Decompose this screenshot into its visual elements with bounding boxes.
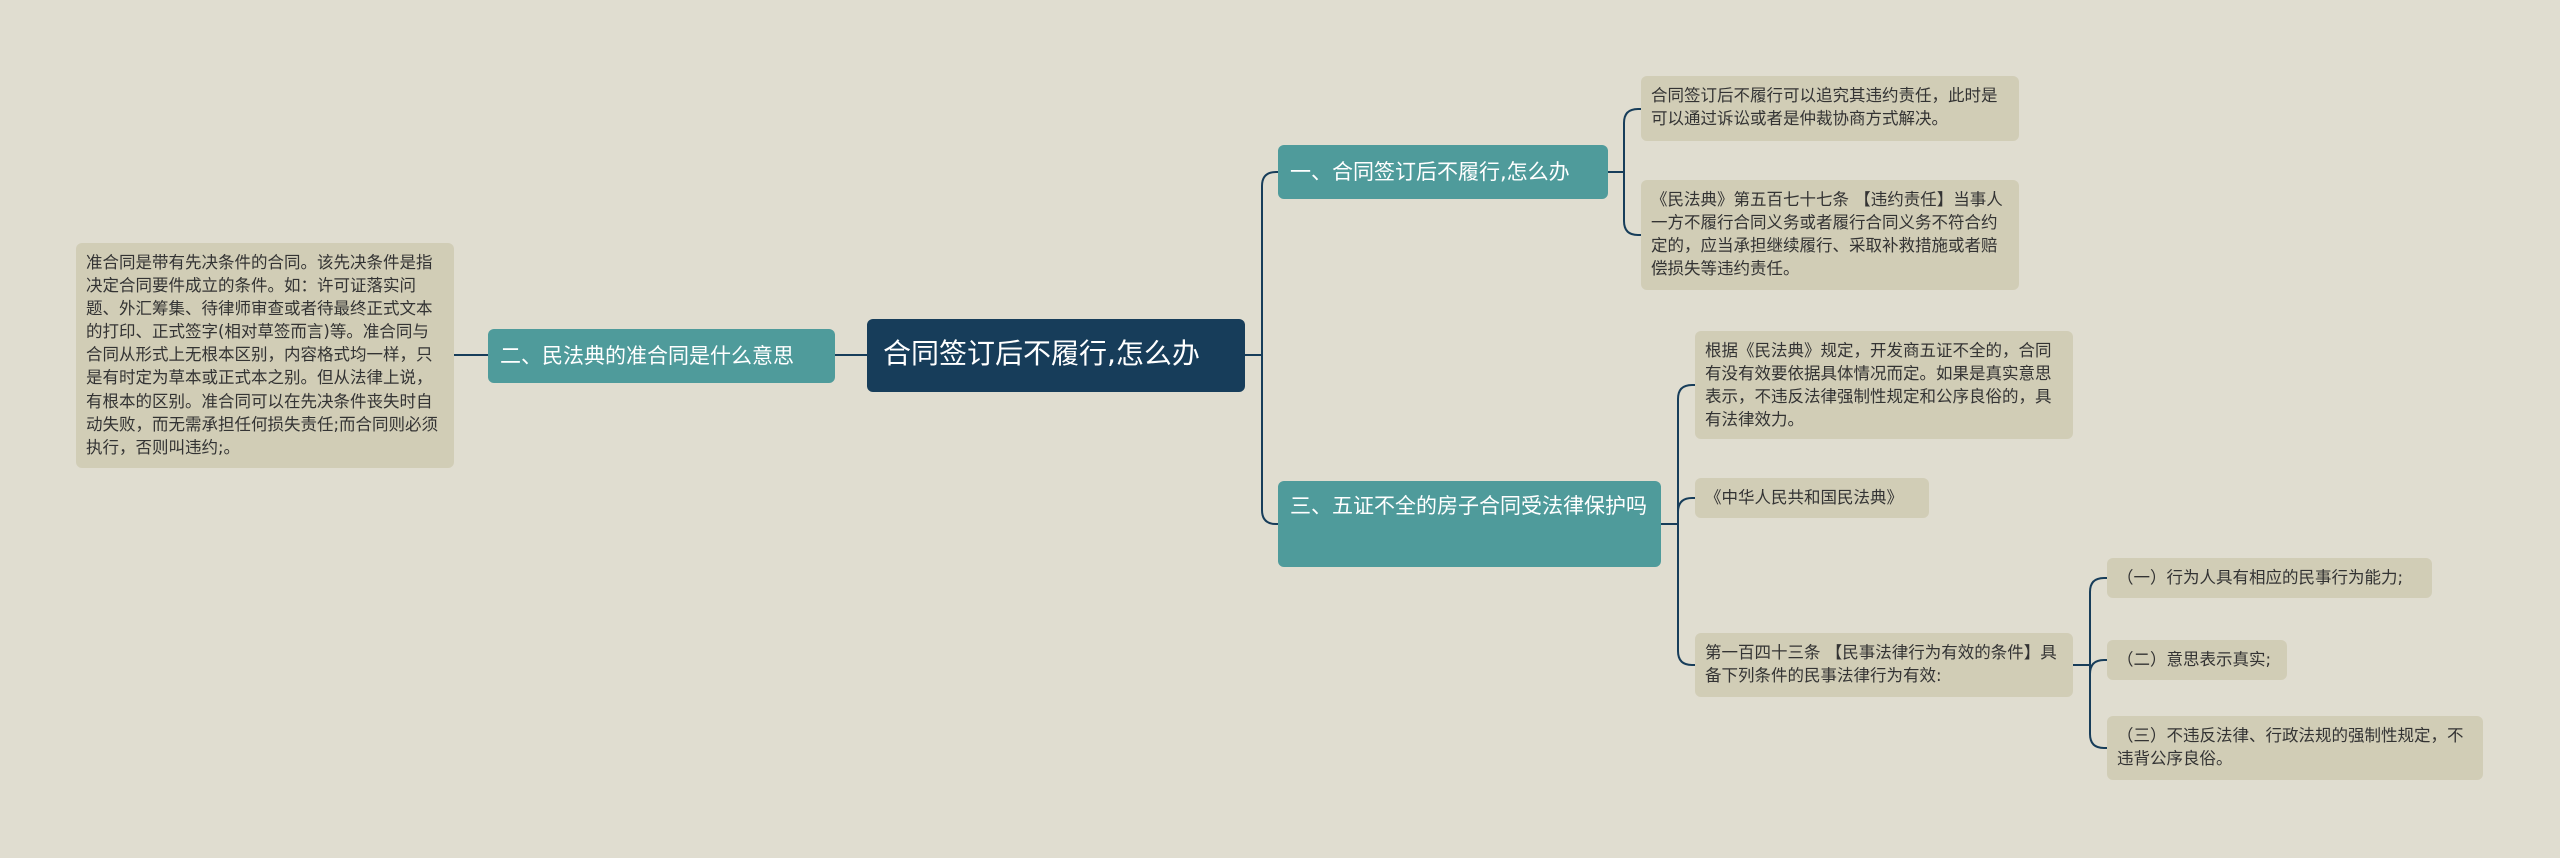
sub-leaf-topic-1[interactable]: （一）行为人具有相应的民事行为能力; [2107,558,2432,598]
leaf-topic-3-1[interactable]: 根据《民法典》规定，开发商五证不全的，合同有没有效要依据具体情况而定。如果是真实… [1695,331,2073,439]
branch-topic-1[interactable]: 一、合同签订后不履行,怎么办 [1278,145,1608,199]
leaf-topic-1-2[interactable]: 《民法典》第五百七十七条 【违约责任】当事人一方不履行合同义务或者履行合同义务不… [1641,180,2019,290]
leaf-topic-3-2[interactable]: 《中华人民共和国民法典》 [1695,478,1929,518]
connector-leaf3-sub3 [2073,664,2107,749]
root-topic[interactable]: 合同签订后不履行,怎么办 [867,319,1245,392]
leaf-topic-2-1[interactable]: 准合同是带有先决条件的合同。该先决条件是指决定合同要件成立的条件。如：许可证落实… [76,243,454,468]
leaf-topic-3-3[interactable]: 第一百四十三条 【民事法律行为有效的条件】具备下列条件的民事法律行为有效: [1695,633,2073,697]
connector-root-branch1 [1245,171,1278,356]
connector-leaf3-sub1 [2073,577,2107,666]
connector-branch1-leaf2 [1608,171,1641,236]
connector-branch3-leaf1 [1661,384,1695,525]
branch-topic-3[interactable]: 三、五证不全的房子合同受法律保护吗 [1278,481,1661,567]
connector-branch3-leaf2 [1661,497,1695,525]
sub-leaf-topic-2[interactable]: （二）意思表示真实; [2107,640,2287,680]
sub-leaf-topic-3[interactable]: （三）不违反法律、行政法规的强制性规定，不违背公序良俗。 [2107,716,2483,780]
leaf-topic-1-1[interactable]: 合同签订后不履行可以追究其违约责任，此时是可以通过诉讼或者是仲裁协商方式解决。 [1641,76,2019,141]
connector-root-branch3 [1245,354,1278,525]
branch-topic-2[interactable]: 二、民法典的准合同是什么意思 [488,329,835,383]
connector-branch3-leaf3 [1661,523,1695,666]
connector-branch1-leaf1 [1608,108,1641,173]
